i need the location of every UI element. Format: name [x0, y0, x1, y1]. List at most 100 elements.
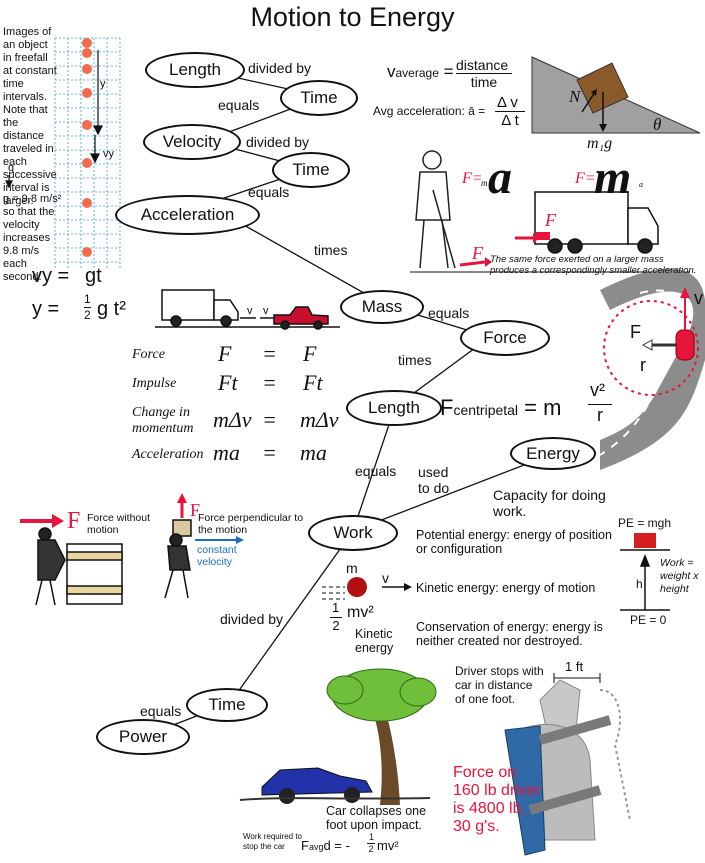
acc-num: Δ v	[497, 94, 518, 111]
truck-f-label: F=	[575, 170, 596, 187]
ke-m-label: m	[346, 560, 358, 576]
table-eq-acceleration: =	[262, 440, 277, 465]
y-equation-den: 2	[84, 307, 91, 322]
node-time-2[interactable]: Time	[272, 152, 350, 188]
node-length-2[interactable]: Length	[346, 390, 442, 426]
road-f-label: F	[630, 322, 641, 342]
table-rhs-acceleration: ma	[300, 440, 327, 465]
link-divided-by-2: divided by	[246, 134, 310, 150]
ke-v-label: v	[382, 570, 389, 586]
golfer-figure	[415, 150, 456, 269]
box-truck-1	[534, 191, 659, 254]
crash-half-den: 2	[367, 843, 375, 854]
crash-work-note: Work required to stop the car	[243, 832, 302, 851]
crash-caption: Car collapses one foot upon impact.	[326, 804, 427, 832]
link-equals-4: equals	[355, 463, 397, 479]
road-v-label: v	[694, 288, 703, 308]
energy-capacity: Capacity for doing work.	[493, 487, 606, 519]
link-divided-by-1: divided by	[248, 60, 312, 76]
truck-v1-label: v	[247, 305, 253, 317]
pe-work-note: Work = weight x height	[660, 557, 699, 595]
worker1-f-label: F	[67, 508, 81, 534]
vy-equation-lhs: vy =	[32, 265, 70, 287]
link-equals-2: equals	[248, 184, 290, 200]
node-velocity[interactable]: Velocity	[143, 124, 241, 160]
golfer-caption: The same force exerted on a larger mass …	[490, 254, 697, 276]
node-energy[interactable]: Energy	[510, 437, 596, 470]
energy-kinetic: Kinetic energy: energy of motion	[416, 581, 596, 595]
table-rhs-force: F	[303, 341, 317, 366]
road-r-label: r	[640, 355, 646, 375]
table-label-momentum: Change in momentum	[132, 405, 194, 436]
golfer-m-small: m	[481, 178, 488, 188]
node-work[interactable]: Work	[308, 515, 398, 551]
golfer-f-small: F=	[462, 170, 483, 187]
crash-half-num: 1	[369, 832, 375, 842]
vavg-lhs: vaverage =	[387, 62, 454, 81]
tree-and-crash	[239, 668, 437, 805]
freefall-g-note: so that the velocity increases 9.8 m/s e…	[3, 206, 55, 283]
table-label-acceleration: Acceleration	[132, 447, 204, 462]
pe-zero-label: PE = 0	[630, 613, 667, 627]
truck-v2-label: v	[263, 305, 269, 317]
curved-road	[599, 268, 705, 470]
constant-velocity-label: constant velocity	[197, 544, 237, 568]
acc-den: Δ t	[495, 111, 525, 129]
node-force[interactable]: Force	[460, 320, 550, 356]
table-rhs-impulse: Ft	[303, 370, 323, 395]
worker-1	[20, 514, 123, 606]
y-equation-rhs: g t²	[97, 298, 126, 320]
link-used-to-do: used to do	[418, 464, 450, 496]
table-eq-force: =	[262, 341, 277, 366]
worker2-caption: Force perpendicular to the motion	[198, 512, 304, 536]
centripetal-num: v²	[590, 380, 605, 400]
page-title: Motion to Energy	[250, 2, 455, 32]
link-times-1: times	[314, 242, 348, 258]
kinetic-ball	[322, 577, 412, 600]
ramp-diagram	[531, 56, 701, 134]
ke-caption: Kinetic energy	[355, 627, 394, 655]
freefall-y-label: y	[100, 78, 106, 90]
ke-den: 2	[330, 617, 342, 633]
node-acceleration[interactable]: Acceleration	[115, 195, 260, 235]
y-equation-num: 1	[84, 292, 91, 306]
node-mass[interactable]: Mass	[340, 290, 424, 324]
golfer-f-arrow-label: F	[472, 243, 483, 263]
table-lhs-acceleration: ma	[213, 440, 240, 465]
link-equals-3: equals	[428, 305, 470, 321]
driver-force-note: Force on 160 lb driver is 4800 lb, 30 g'…	[453, 764, 542, 835]
vy-equation-rhs: gt	[85, 265, 102, 287]
truck-m-big: m	[594, 151, 632, 204]
driver-figure	[504, 673, 631, 856]
table-lhs-momentum: mΔv	[213, 407, 252, 432]
energy-conservation: Conservation of energy: energy is neithe…	[416, 620, 603, 648]
node-power[interactable]: Power	[96, 719, 190, 755]
table-lhs-force: F	[218, 341, 232, 366]
y-equation-lhs: y =	[32, 298, 60, 320]
node-time-1[interactable]: Time	[280, 80, 358, 116]
one-ft-label: 1 ft	[565, 659, 584, 674]
table-eq-impulse: =	[262, 370, 277, 395]
truck-and-pickup	[155, 289, 340, 330]
link-divided-by-3: divided by	[220, 611, 284, 627]
link-equals-1: equals	[218, 97, 260, 113]
crash-formula: Favgd = -	[301, 838, 350, 853]
table-label-impulse: Impulse	[132, 376, 177, 391]
ramp-weight-label: m₁g	[587, 135, 613, 152]
golfer-a-big: a	[488, 151, 512, 204]
ke-formula: mv²	[347, 604, 374, 621]
acc-label: Avg acceleration: ā =	[373, 104, 486, 118]
truck-f-arrow-label: F	[545, 210, 556, 230]
vavg-num: distance	[456, 57, 509, 73]
truck-a-small: a	[639, 180, 643, 189]
freefall-g-value: g = 9.8 m/s²	[3, 193, 62, 205]
node-length-1[interactable]: Length	[145, 52, 245, 88]
node-time-3[interactable]: Time	[186, 688, 268, 722]
worker1-caption: Force without motion	[87, 512, 151, 536]
crash-mv2: mv²	[377, 838, 399, 853]
centripetal-lhs: Fcentripetal = m	[440, 395, 562, 420]
ke-num: 1	[332, 600, 340, 615]
freefall-note: Images of an object in freefall at const…	[3, 26, 57, 207]
freefall-vy-label: vy	[103, 148, 114, 160]
